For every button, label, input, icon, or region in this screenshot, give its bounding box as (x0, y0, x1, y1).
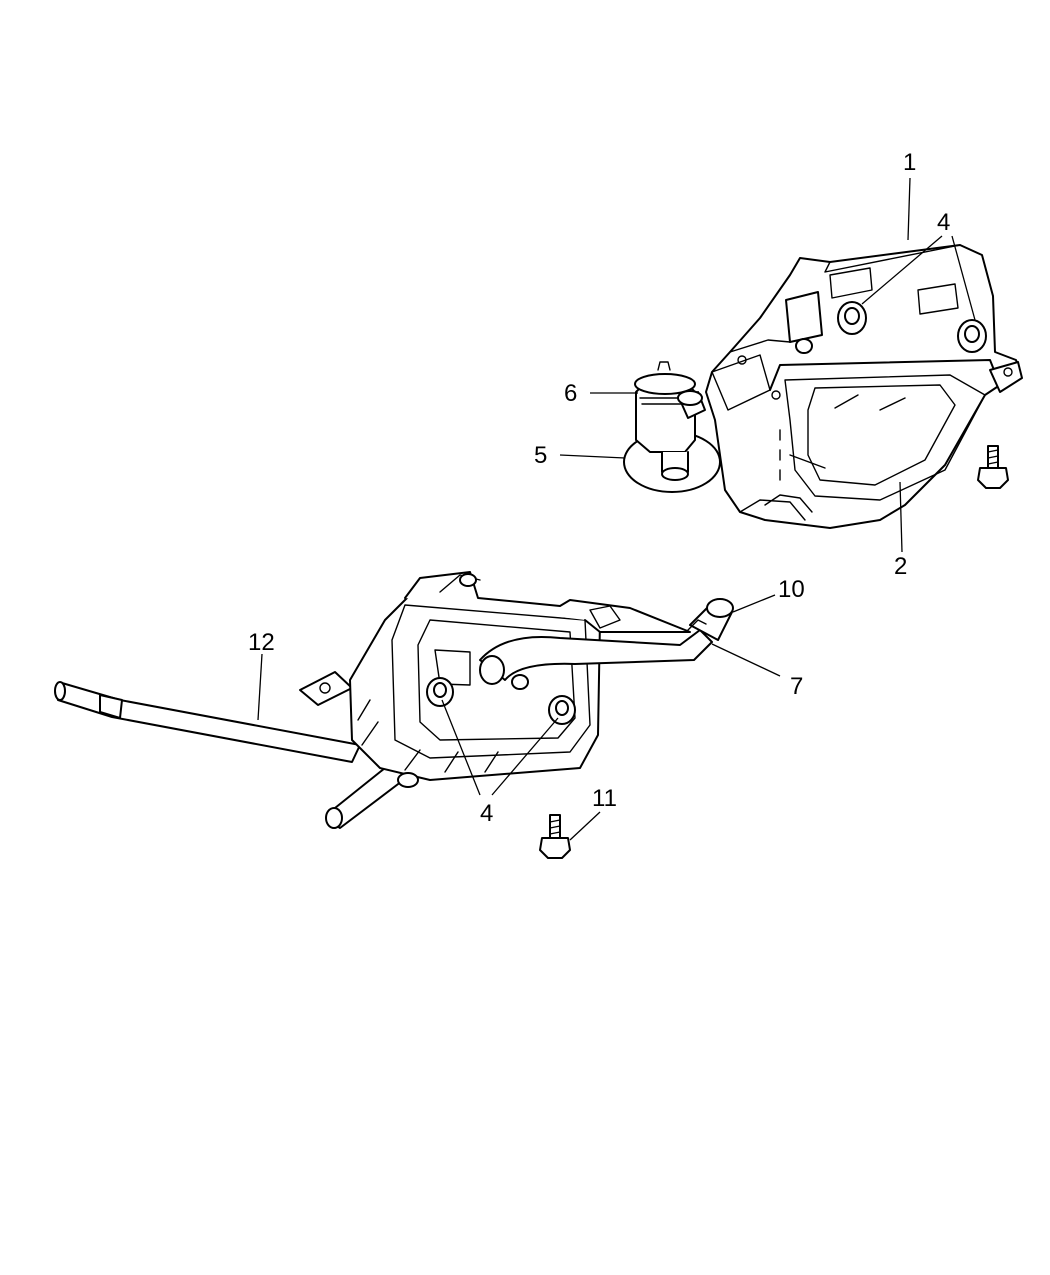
bolt (977, 445, 1009, 489)
pump-valve-assembly (623, 361, 721, 493)
bolt (539, 814, 571, 859)
callout-6: 6 (564, 380, 577, 407)
callout-4-top: 4 (937, 209, 950, 236)
callout-labels: 1 4 6 5 2 10 12 7 11 4 (248, 149, 950, 827)
callout-5: 5 (534, 442, 547, 469)
canister-assembly (54, 571, 734, 829)
callout-11: 11 (592, 785, 617, 812)
grommet (957, 319, 987, 353)
callout-1: 1 (903, 149, 916, 176)
callout-10: 10 (778, 576, 805, 603)
grommet (426, 677, 454, 707)
hose (479, 629, 713, 685)
callout-7: 7 (790, 673, 803, 700)
grommet (837, 301, 867, 335)
callout-2: 2 (894, 553, 907, 580)
shield-bracket-assembly (705, 244, 1023, 529)
grommet (548, 695, 576, 725)
leader-lines (257, 177, 976, 841)
callout-12: 12 (248, 629, 275, 656)
callout-4-bottom: 4 (480, 800, 493, 827)
fitting (687, 598, 734, 641)
vent-tube (54, 681, 361, 763)
